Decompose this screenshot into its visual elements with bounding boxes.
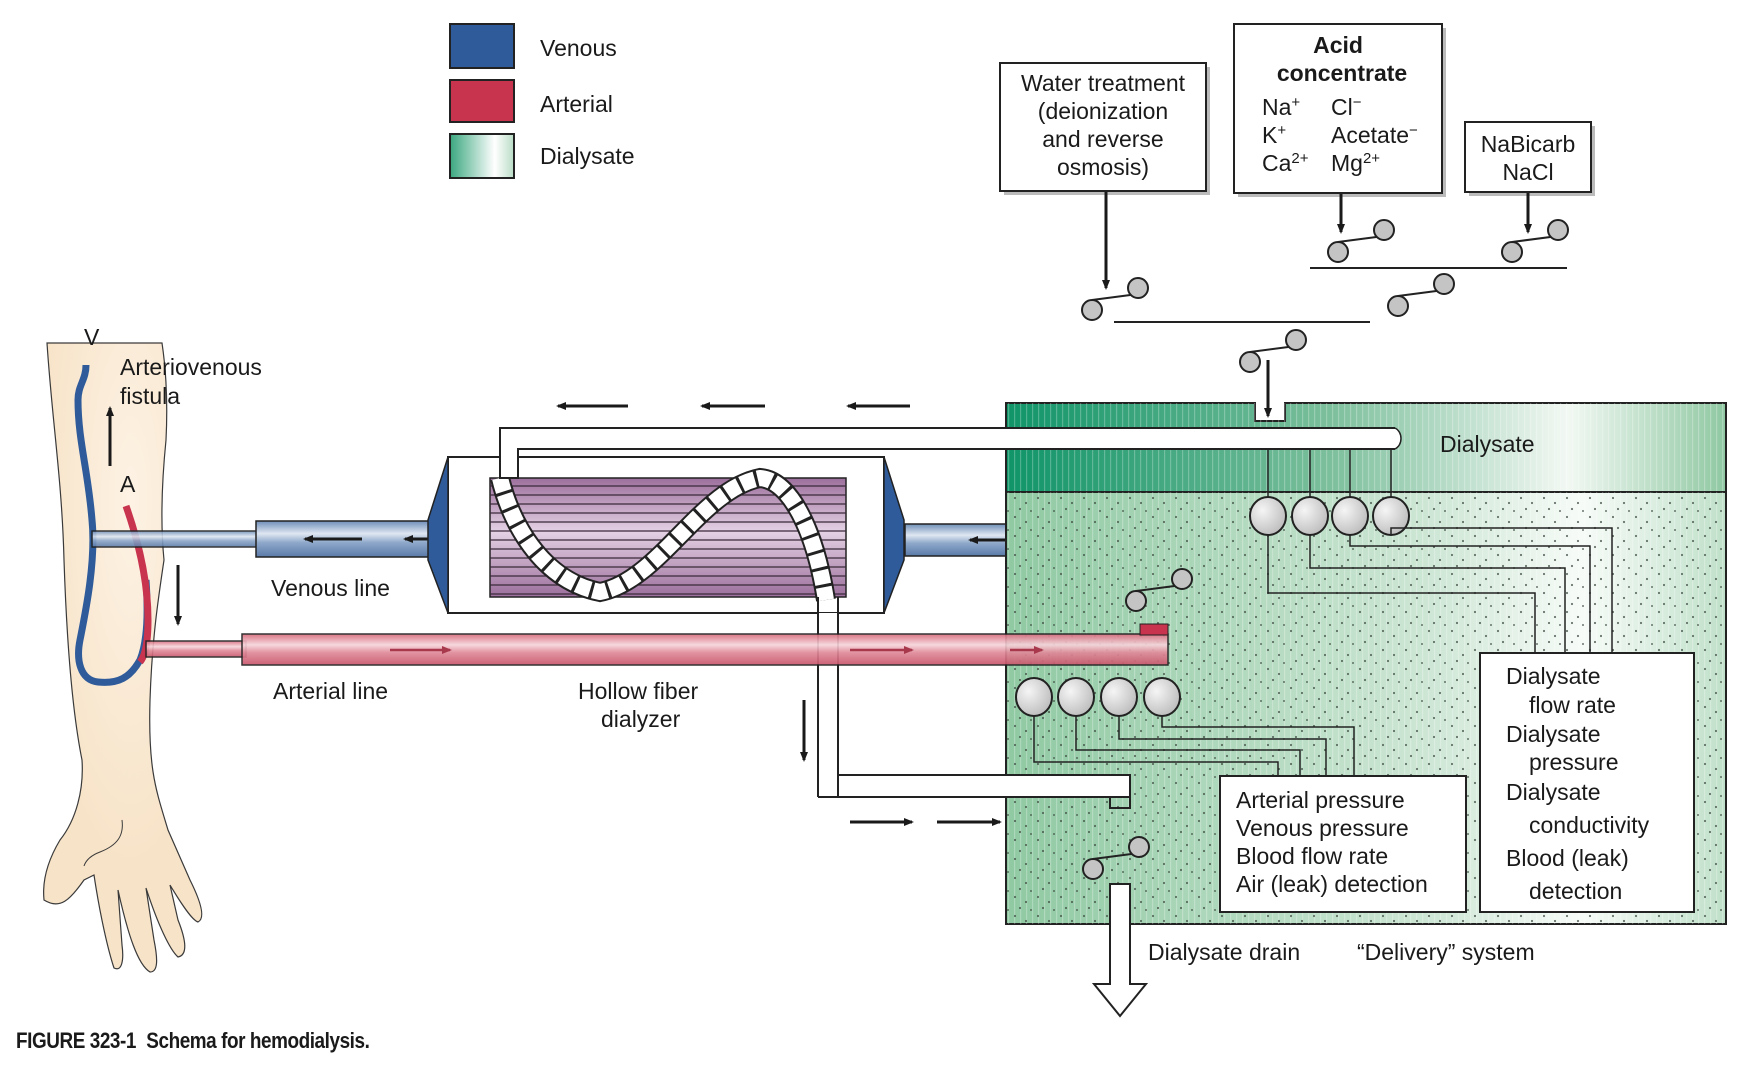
venous-marker: V	[84, 324, 100, 350]
dialysate-monitor-item: Blood (leak)	[1506, 845, 1629, 871]
arm-illustration: V A Arteriovenous fistula	[43, 324, 262, 973]
dialysate-monitor-item: flow rate	[1529, 692, 1616, 718]
arterial-line-label: Arterial line	[273, 678, 388, 704]
fiber-lines	[490, 485, 846, 595]
legend: Venous Arterial Dialysate	[449, 23, 635, 179]
dialysate-inflow-tube	[499, 427, 1395, 479]
dialysate-sensor-gauge	[1291, 496, 1329, 536]
bicarb-box	[1464, 121, 1592, 193]
roller-pump-icon	[1387, 273, 1455, 317]
arterial-pressure-block	[1139, 623, 1169, 636]
drain-label: Dialysate drain	[1148, 939, 1300, 965]
water-treatment-line3: and reverse	[1042, 126, 1163, 152]
legend-label-dialysate: Dialysate	[540, 143, 635, 169]
roller-pump-icon	[1081, 277, 1149, 321]
arterial-needle	[145, 640, 247, 658]
figure-number: FIGURE 323-1	[16, 1028, 136, 1053]
acid-title-line1: Acid	[1313, 32, 1363, 58]
figure-title: Schema for hemodialysis.	[146, 1028, 370, 1053]
blood-sensor-gauge	[1143, 677, 1181, 717]
legend-swatch-arterial	[449, 79, 515, 123]
dialyzer-label-line1: Hollow fiber	[578, 678, 698, 704]
venous-line-label: Venous line	[271, 575, 390, 601]
dialysate-monitor-item: Dialysate	[1506, 721, 1601, 747]
blood-gauges	[1015, 677, 1355, 776]
legend-label-arterial: Arterial	[540, 91, 613, 117]
sensor-wire	[1309, 535, 1566, 653]
dialysate-sensor-gauge	[1249, 496, 1287, 536]
water-treatment-box	[999, 62, 1207, 192]
dialyzer-cap-right	[883, 456, 905, 614]
sensor-wire	[1161, 716, 1355, 776]
dialysate-label: Dialysate	[1440, 431, 1535, 457]
dialysate-monitor-item: Dialysate	[1506, 779, 1601, 805]
dialysate-gauges	[1249, 449, 1613, 653]
roller-pump-icon	[1082, 836, 1150, 880]
roller-pump-icon	[1125, 568, 1193, 612]
blood-monitor-item: Air (leak) detection	[1236, 871, 1428, 897]
wrist-crease	[83, 819, 123, 867]
dialysate-sensor-gauge	[1331, 496, 1369, 536]
acid-concentrate-box	[1233, 23, 1443, 194]
acid-ion-right: Acetate−	[1331, 122, 1418, 148]
sensor-wire	[1075, 716, 1301, 776]
sensor-wire	[1118, 716, 1327, 776]
dialyzer-cap-left	[427, 456, 449, 614]
acid-title-line2: concentrate	[1277, 60, 1407, 86]
water-treatment-line4: osmosis)	[1057, 154, 1149, 180]
outflow-tube-bottom	[818, 776, 1131, 809]
dialysate-outflow-fill	[839, 776, 1129, 796]
blood-sensor-gauge	[1057, 677, 1095, 717]
dialysate-monitor-item: pressure	[1529, 749, 1618, 775]
legend-swatch-dialysate	[449, 133, 515, 179]
roller-pump-icon	[1501, 219, 1569, 263]
dialyzer-label-line2: dialyzer	[601, 706, 681, 732]
pump-group	[1081, 219, 1569, 880]
dialysate-monitor-item: detection	[1529, 878, 1622, 904]
bicarb-line1: NaBicarb	[1481, 131, 1576, 157]
sensor-wire	[1267, 535, 1536, 653]
sensor-wire	[1349, 535, 1591, 653]
legend-label-venous: Venous	[540, 35, 617, 61]
bicarb-line2: NaCl	[1502, 159, 1553, 185]
water-treatment-line1: Water treatment	[1021, 70, 1186, 96]
dialysate-ribbon-inner	[492, 469, 834, 602]
monitor-section: Arterial pressure Venous pressure Blood …	[1015, 449, 1695, 913]
roller-pump-icon	[1239, 329, 1307, 373]
legend-swatch-venous	[449, 23, 515, 69]
arterial-marker: A	[120, 471, 136, 497]
blood-monitor-item: Blood flow rate	[1236, 843, 1388, 869]
supply-section: Water treatment (deionization and revers…	[999, 23, 1595, 880]
dialysate-tube-end	[1394, 427, 1402, 450]
dialysate-circuit	[499, 402, 1402, 826]
blood-sensor-gauge	[1100, 677, 1138, 717]
sensor-wire	[1033, 716, 1279, 776]
drain-arrow-icon	[1091, 883, 1149, 1018]
figure-caption: FIGURE 323-1 Schema for hemodialysis.	[16, 1028, 370, 1054]
delivery-system-label: “Delivery” system	[1357, 939, 1535, 965]
sensor-wire	[1390, 527, 1613, 653]
fistula-label-line2: fistula	[120, 383, 180, 409]
arterial-line: Arterial line Hollow fiber dialyzer	[145, 623, 1169, 732]
blood-sensor-gauge	[1015, 677, 1053, 717]
blood-monitor-item: Venous pressure	[1236, 815, 1409, 841]
dialysate-monitor-item: conductivity	[1529, 812, 1650, 838]
venous-needle	[91, 530, 259, 548]
dialysate-drain: Dialysate drain “Delivery” system	[1091, 883, 1535, 1018]
dialysate-monitor-item: Dialysate	[1506, 663, 1601, 689]
blood-monitor-item: Arterial pressure	[1236, 787, 1405, 813]
water-treatment-line2: (deionization	[1038, 98, 1168, 124]
roller-pump-icon	[1327, 219, 1395, 263]
dialyzer	[427, 456, 905, 614]
blood-monitor-box	[1219, 775, 1467, 913]
fistula-label-line1: Arteriovenous	[120, 354, 262, 380]
dialysate-monitor-box	[1479, 652, 1695, 913]
